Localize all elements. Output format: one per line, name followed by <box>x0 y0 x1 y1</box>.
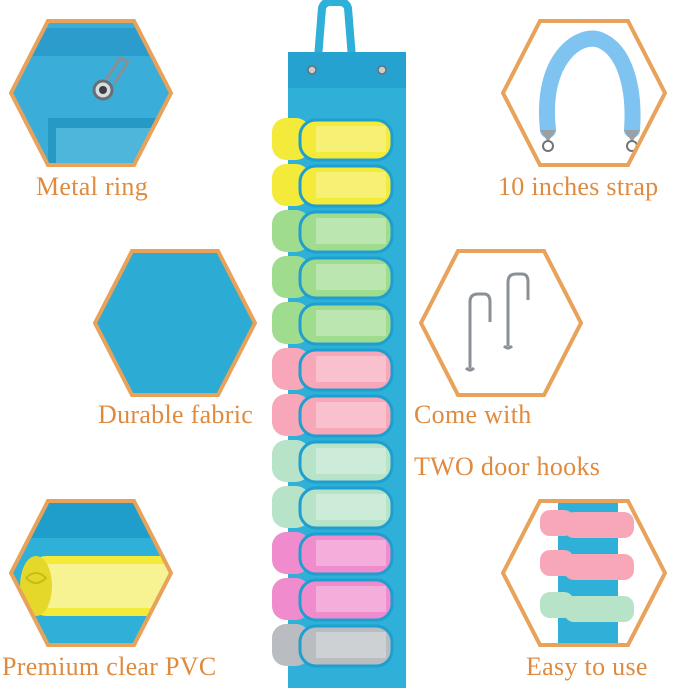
towel-roll <box>298 302 394 346</box>
towel-roll <box>298 348 394 392</box>
hooks-label-line1: Come with <box>414 400 532 429</box>
pvc-window <box>316 540 386 566</box>
towel-roll <box>298 256 394 300</box>
pvc-window <box>316 448 386 474</box>
pvc-window <box>316 218 386 244</box>
strap-hexagon <box>500 19 668 167</box>
easy-hexagon <box>500 499 668 647</box>
towel-rolls <box>272 118 394 668</box>
pvc-window <box>316 494 386 520</box>
towel-roll <box>298 394 394 438</box>
fabric-hexagon <box>92 249 258 397</box>
towel-roll <box>298 532 394 576</box>
pvc-window <box>316 632 386 658</box>
pvc-window <box>316 402 386 428</box>
pvc-hexagon <box>8 499 174 647</box>
towel-roll <box>298 578 394 622</box>
easy-label: Easy to use <box>526 652 648 681</box>
towel-roll <box>298 486 394 530</box>
strap-label: 10 inches strap <box>498 172 659 201</box>
pvc-window <box>316 356 386 382</box>
metal-ring-label: Metal ring <box>36 172 149 201</box>
hooks-hexagon <box>418 249 584 397</box>
metal-ring-hexagon <box>8 19 174 167</box>
pvc-window <box>316 586 386 612</box>
towel-roll <box>298 164 394 208</box>
towel-roll <box>298 624 394 668</box>
hooks-label-line2: TWO door hooks <box>414 452 601 481</box>
towel-roll <box>298 210 394 254</box>
pvc-label: Premium clear PVC <box>2 652 217 681</box>
towel-roll <box>298 118 394 162</box>
towel-roll <box>298 440 394 484</box>
pvc-window <box>316 310 386 336</box>
pvc-window <box>316 264 386 290</box>
fabric-label: Durable fabric <box>98 400 254 429</box>
pvc-window <box>316 126 386 152</box>
pvc-window <box>316 172 386 198</box>
